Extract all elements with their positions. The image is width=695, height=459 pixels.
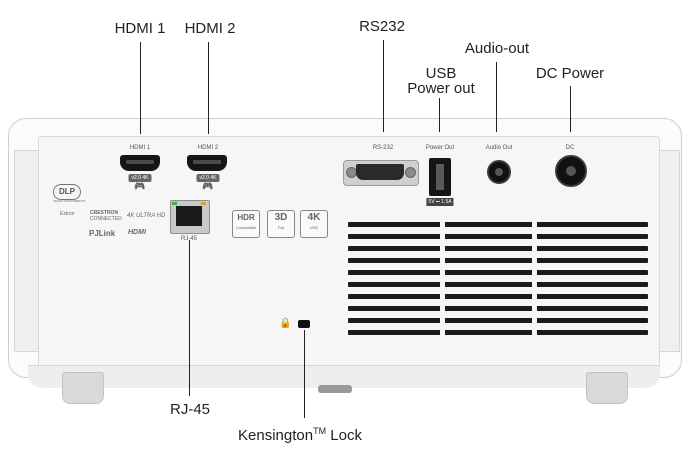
rj45-callout: RJ-45	[169, 401, 211, 418]
3d-badge: 3D Full	[267, 210, 295, 238]
rs232-callout: RS232	[359, 18, 405, 35]
left-foot	[62, 372, 104, 404]
rj45-activity-led	[201, 202, 206, 205]
kensington-tm: TM	[313, 426, 327, 436]
4k-badge: 4K UHD	[300, 210, 328, 238]
hdmi1-panel-label: HDMI 1	[129, 145, 151, 151]
hdmi1-callout: HDMI 1	[114, 20, 166, 37]
rs232-screw-right	[405, 167, 416, 178]
kensington-leader	[304, 330, 305, 418]
usb-power-out-port[interactable]	[429, 158, 451, 196]
base-strip	[28, 365, 660, 388]
hdmi2-callout: HDMI 2	[184, 20, 236, 37]
dlp-sub-logo: TEXAS INSTRUMENTS	[53, 199, 86, 203]
4k-badge-sub: UHD	[309, 225, 319, 230]
audio-out-jack[interactable]	[487, 160, 511, 184]
vent-divider	[532, 218, 537, 340]
dc-power-leader	[570, 86, 571, 132]
audio-out-panel-label: Audio Out	[485, 145, 513, 151]
vent-slat	[348, 246, 648, 251]
audio-out-jack-core	[495, 168, 503, 176]
vent-slat	[348, 306, 648, 311]
hdmi1-leader	[140, 42, 141, 134]
vent-slat	[348, 234, 648, 239]
lock-icon: 🔒	[279, 318, 292, 329]
left-side-edge	[14, 150, 40, 352]
bottom-tab	[318, 385, 352, 393]
usb-leader	[439, 98, 440, 132]
vent-slat	[348, 258, 648, 263]
rs232-leader	[383, 40, 384, 132]
rj45-link-led	[172, 202, 177, 205]
hdr-badge: HDR Compatible	[232, 210, 260, 238]
vent-slat	[348, 222, 648, 227]
right-foot	[586, 372, 628, 404]
crestron-logo-line1: CRESTRON	[90, 210, 119, 216]
usb-callout-line2: Power out	[407, 80, 475, 97]
vent-slat	[348, 270, 648, 275]
3d-badge-text: 3D	[274, 212, 288, 223]
hdr-badge-sub: Compatible	[235, 225, 257, 230]
vent-divider	[440, 218, 445, 340]
hdmi2-port[interactable]	[187, 155, 227, 171]
dlp-logo: DLP	[53, 184, 81, 200]
pjlink-logo: PJLink	[89, 229, 116, 238]
usb-spec-label: 5V ⎓ 1.5A	[426, 198, 454, 206]
hdmi2-leader	[208, 42, 209, 134]
hdmi1-version-badge: v2.0 4K	[128, 174, 152, 182]
rs232-panel-label: RS-232	[372, 145, 394, 151]
ultra-hd-logo: 4K ULTRA HD	[127, 213, 166, 219]
kensington-callout-prefix: Kensington	[238, 427, 314, 444]
audio-out-callout: Audio-out	[464, 40, 530, 57]
vent-slat	[348, 318, 648, 323]
kensington-lock-slot[interactable]	[298, 320, 310, 328]
crestron-logo-line2: CONNECTED	[90, 216, 122, 222]
extron-logo: Extron	[60, 211, 75, 217]
kensington-callout-suffix: Lock	[326, 427, 362, 444]
dc-power-callout: DC Power	[535, 65, 605, 82]
usb-callout-line1: USB	[425, 65, 457, 82]
dc-power-jack-core	[566, 166, 576, 176]
kensington-callout: KensingtonTM Lock	[238, 423, 362, 444]
dc-power-jack[interactable]	[555, 155, 587, 187]
3d-badge-sub: Full	[277, 225, 285, 230]
dc-panel-label: DC	[565, 145, 575, 151]
rj45-leader	[189, 240, 190, 396]
vent-slat	[348, 282, 648, 287]
hdmi2-panel-label: HDMI 2	[197, 145, 219, 151]
hdr-badge-text: HDR	[237, 213, 255, 222]
4k-badge-text: 4K	[307, 212, 321, 223]
hdmi2-version-badge: v2.0 4K	[196, 174, 220, 182]
rj45-port[interactable]	[176, 206, 202, 226]
hdmi1-port[interactable]	[120, 155, 160, 171]
vent-slat	[348, 330, 648, 335]
hdmi-logo: HDMI	[128, 229, 146, 236]
gamepad-icon: 🎮	[202, 181, 214, 191]
rj45-panel-label: RJ-45	[180, 236, 198, 242]
audio-out-leader	[496, 62, 497, 132]
ventilation-grille	[348, 218, 648, 340]
rs232-port[interactable]	[356, 164, 404, 180]
gamepad-icon: 🎮	[134, 181, 146, 191]
power-out-panel-label: Power Out	[425, 145, 455, 151]
vent-slat	[348, 294, 648, 299]
